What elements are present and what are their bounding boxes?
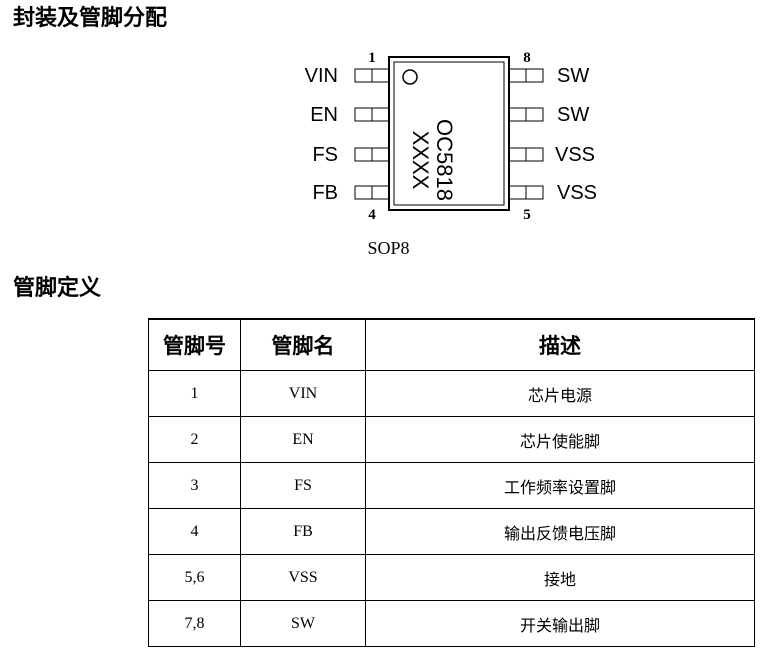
table-row: 5,6 VSS 接地 bbox=[148, 554, 755, 601]
cell-description: 开关输出脚 bbox=[365, 600, 755, 647]
pin-label-en: EN bbox=[310, 104, 338, 126]
pin-definition-table: 管脚号 管脚名 描述 1 VIN 芯片电源 2 EN 芯片使能脚 3 FS 工作… bbox=[148, 318, 755, 647]
pin-number-4: 4 bbox=[368, 207, 376, 223]
cell-description: 芯片电源 bbox=[365, 370, 755, 417]
package-caption: SOP8 bbox=[367, 238, 410, 258]
cell-description: 芯片使能脚 bbox=[365, 416, 755, 463]
chip-marking-2: XXXX bbox=[408, 131, 433, 190]
cell-pin-number: 5,6 bbox=[148, 554, 241, 601]
table-row: 7,8 SW 开关输出脚 bbox=[148, 600, 755, 647]
pin-label-vss-5: VSS bbox=[557, 182, 597, 204]
chip-body-inner bbox=[393, 61, 505, 206]
pin-label-fb: FB bbox=[312, 182, 338, 204]
sop8-package-diagram: OC5818 XXXX 1 8 4 5 VIN EN FS FB SW SW V… bbox=[305, 50, 597, 223]
left-pin-stubs bbox=[354, 68, 390, 200]
cell-pin-name: FS bbox=[240, 462, 366, 509]
right-pin-stubs bbox=[508, 68, 544, 200]
pin-label-fs: FS bbox=[312, 144, 338, 166]
table-row: 1 VIN 芯片电源 bbox=[148, 370, 755, 417]
header-description: 描述 bbox=[365, 318, 755, 371]
cell-pin-name: FB bbox=[240, 508, 366, 555]
pin-label-vin: VIN bbox=[305, 65, 338, 87]
cell-pin-number: 1 bbox=[148, 370, 241, 417]
chip-body-outer bbox=[388, 56, 510, 211]
cell-pin-name: EN bbox=[240, 416, 366, 463]
pin-label-sw-8: SW bbox=[557, 65, 589, 87]
cell-description: 接地 bbox=[365, 554, 755, 601]
pin-label-vss-6: VSS bbox=[555, 144, 595, 166]
cell-pin-number: 2 bbox=[148, 416, 241, 463]
section-title-pin-definition: 管脚定义 bbox=[13, 276, 102, 301]
cell-description: 工作频率设置脚 bbox=[365, 462, 755, 509]
cell-description: 输出反馈电压脚 bbox=[365, 508, 755, 555]
pin-number-5: 5 bbox=[523, 207, 531, 223]
section-title-package: 封装及管脚分配 bbox=[13, 6, 168, 31]
pin-number-1: 1 bbox=[368, 50, 376, 66]
cell-pin-name: SW bbox=[240, 600, 366, 647]
cell-pin-name: VSS bbox=[240, 554, 366, 601]
table-row: 3 FS 工作频率设置脚 bbox=[148, 462, 755, 509]
header-pin-name: 管脚名 bbox=[240, 318, 366, 371]
pin1-marker-dot bbox=[402, 69, 418, 85]
cell-pin-number: 7,8 bbox=[148, 600, 241, 647]
pin-number-8: 8 bbox=[523, 50, 531, 66]
cell-pin-number: 3 bbox=[148, 462, 241, 509]
header-pin-number: 管脚号 bbox=[148, 318, 241, 371]
pin-label-sw-7: SW bbox=[557, 104, 589, 126]
table-row: 4 FB 输出反馈电压脚 bbox=[148, 508, 755, 555]
cell-pin-name: VIN bbox=[240, 370, 366, 417]
chip-marking: OC5818 bbox=[432, 119, 457, 201]
table-row: 2 EN 芯片使能脚 bbox=[148, 416, 755, 463]
table-header-row: 管脚号 管脚名 描述 bbox=[148, 318, 755, 371]
cell-pin-number: 4 bbox=[148, 508, 241, 555]
